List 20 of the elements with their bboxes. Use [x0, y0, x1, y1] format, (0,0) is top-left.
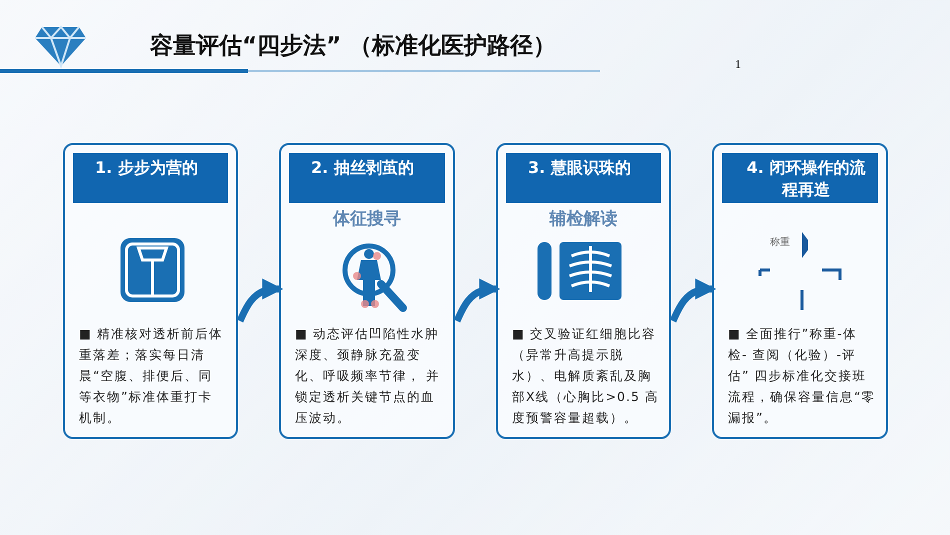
curved-arrow: [236, 278, 284, 322]
card-body-text: ■ 精准核对透析前后体重落差；落实每日清晨“空腹、排便后、同等衣物”标准体重打卡机制。: [79, 325, 224, 427]
card-subtitle: 称重: [769, 236, 791, 249]
step-card: [712, 143, 888, 439]
card-subtitle: 体征搜寻: [332, 208, 402, 230]
step-card: [496, 143, 671, 439]
card-body-text: ■ 交叉验证红细胞比容（异常升高提示脱水）、电解质紊乱及胸部X线（心胸比>0.5 高度预警容量超载）。: [512, 325, 659, 427]
card-body-text: ■ 全面推行”称重-体检- 查阅（化验）-评估” 四步标准化交接班流程，确保容量信息“零漏报”。: [728, 325, 876, 427]
step-card: [63, 143, 238, 439]
page-number: 1: [735, 57, 741, 72]
title: 容量评估“四步法” （标准化医护路径）: [149, 32, 558, 61]
card-header: 3. 慧眼识珠的: [506, 153, 661, 203]
card-subtitle: 辅检解读: [548, 208, 618, 230]
card-body-text: ■ 动态评估凹陷性水肿深度、颈静脉充盈变化、呼吸频率节律， 并锁定透析关键节点的血压波动。: [295, 325, 441, 427]
curved-arrow: [454, 278, 500, 322]
card-header: 4. 闭环操作的流程再造: [722, 153, 878, 203]
card-header: 2. 抽丝剥茧的: [289, 153, 445, 203]
curved-arrow: [670, 278, 716, 322]
step-card: [279, 143, 455, 439]
card-header: 1. 步步为营的: [73, 153, 228, 203]
